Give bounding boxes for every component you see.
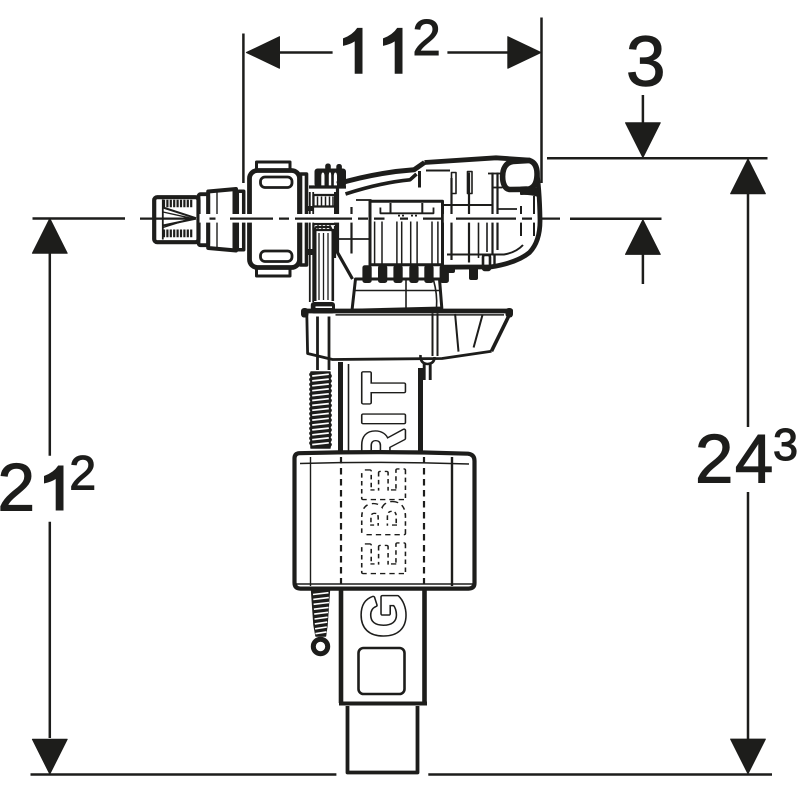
svg-text:T: T <box>350 372 417 403</box>
svg-text:B: B <box>350 500 417 536</box>
svg-text:E: E <box>350 542 417 576</box>
svg-text:3: 3 <box>626 23 666 102</box>
svg-text:24: 24 <box>695 421 775 498</box>
svg-text:T: T <box>350 372 417 403</box>
svg-text:E: E <box>350 542 417 576</box>
svg-text:G: G <box>350 593 417 637</box>
svg-text:B: B <box>350 500 417 536</box>
svg-text:2: 2 <box>413 9 441 66</box>
svg-text:I: I <box>350 412 417 426</box>
svg-text:I: I <box>350 412 417 426</box>
svg-text:G: G <box>350 593 417 637</box>
svg-text:2: 2 <box>0 451 35 526</box>
svg-text:2: 2 <box>69 447 96 501</box>
svg-text:3: 3 <box>773 419 798 470</box>
svg-text:E: E <box>350 468 417 502</box>
svg-text:E: E <box>350 468 417 502</box>
